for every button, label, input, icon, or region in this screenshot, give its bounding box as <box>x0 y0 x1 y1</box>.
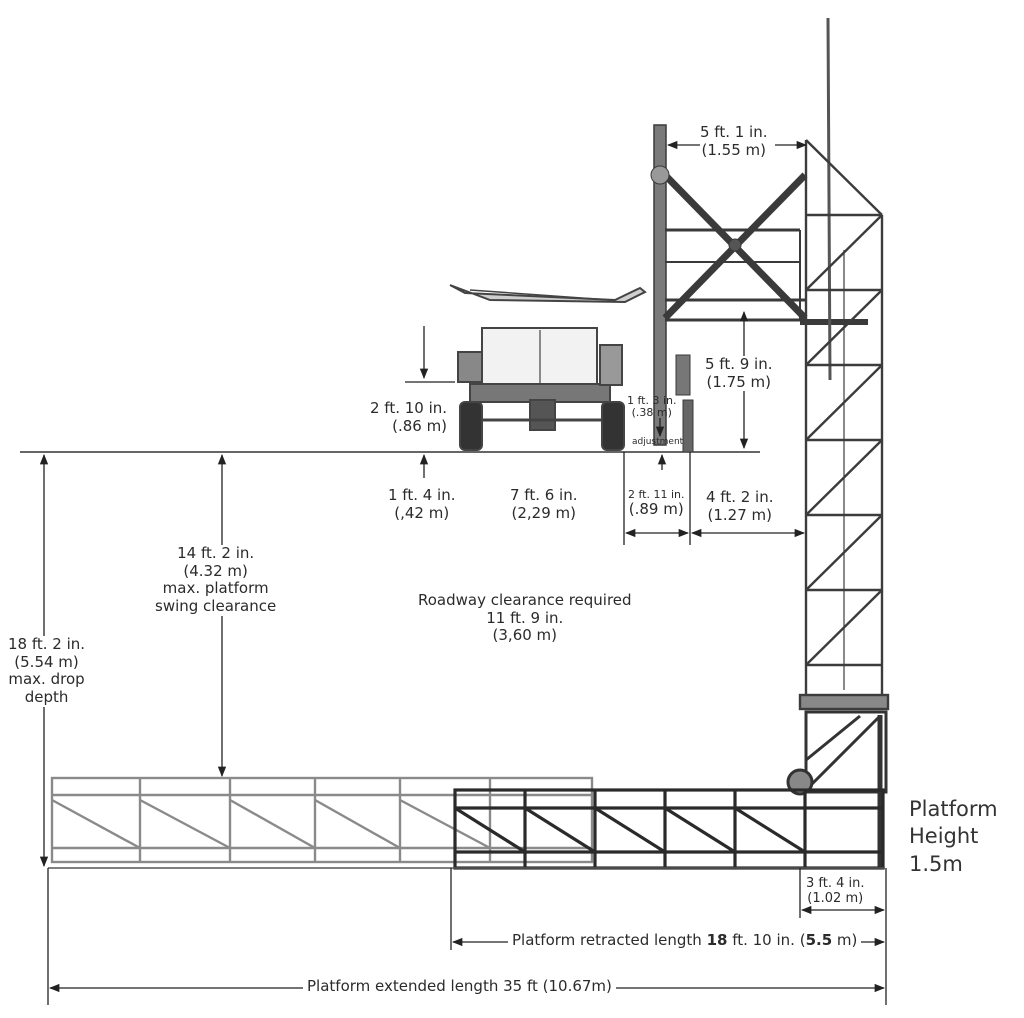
dim-note: max. drop <box>8 670 85 689</box>
retracted-suffix: m) <box>832 931 858 949</box>
dim-swing-clearance: 14 ft. 2 in. (4.32 m) max. platform swin… <box>155 544 277 616</box>
dim-metric: (.86 m) <box>392 416 448 435</box>
dim-note: swing clearance <box>155 597 277 616</box>
dim-drop-depth: 18 ft. 2 in. (5.54 m) max. drop depth <box>8 635 86 707</box>
dim-metric: (3,60 m) <box>492 626 558 645</box>
adjustment-note: adjustment <box>632 437 684 447</box>
upper-frame <box>650 124 868 453</box>
dim-outrigger: 2 ft. 11 in. (.89 m) <box>628 488 685 519</box>
platform-height-line: Platform <box>909 797 998 821</box>
dim-imperial: 11 ft. 9 in. <box>486 608 564 627</box>
dim-adjustment: 1 ft. 3 in. (.38 m) <box>627 394 677 420</box>
tower <box>798 139 890 711</box>
platform-extended <box>50 776 594 864</box>
dim-metric: (1.27 m) <box>707 505 772 524</box>
dim-note: max. platform <box>162 579 269 598</box>
dim-imperial: 1 ft. 3 in. <box>627 394 677 407</box>
dim-vertical-reach: 5 ft. 9 in. (1.75 m) <box>705 355 773 392</box>
dim-imperial: 5 ft. 1 in. <box>700 123 768 141</box>
dim-roadway-clearance: Roadway clearance required 11 ft. 9 in. … <box>418 591 632 646</box>
dim-imperial: 7 ft. 6 in. <box>510 486 578 504</box>
dim-truck-width: 7 ft. 6 in. (2,29 m) <box>510 486 578 523</box>
retracted-ft: 18 <box>706 931 728 949</box>
truck <box>449 284 647 451</box>
retracted-mid: ft. 10 in. ( <box>727 931 806 949</box>
dim-imperial: 18 ft. 2 in. <box>8 635 86 653</box>
dim-imperial: 2 ft. 10 in. <box>370 399 448 417</box>
dim-metric: (,42 m) <box>394 503 450 522</box>
mast <box>826 17 832 381</box>
dim-note: depth <box>24 688 69 707</box>
retracted-prefix: Platform retracted length <box>512 931 707 949</box>
retracted-length-label: Platform retracted length 18 ft. 10 in. … <box>508 931 862 950</box>
dim-metric: (1.75 m) <box>706 372 771 391</box>
platform-height-line: Height <box>909 824 979 849</box>
dim-metric: (.38 m) <box>631 406 672 420</box>
dim-note: Roadway clearance required <box>418 591 632 609</box>
dim-metric: (5.54 m) <box>14 652 79 671</box>
platform-height-label: Platform Height 1.5m <box>909 796 998 878</box>
dim-ground-offset: 1 ft. 4 in. (,42 m) <box>388 486 456 523</box>
dim-top-width: 5 ft. 1 in. (1.55 m) <box>700 123 768 160</box>
platform-retracted <box>453 788 885 870</box>
dim-imperial: 3 ft. 4 in. <box>806 876 865 891</box>
dim-metric: (4.32 m) <box>183 561 248 580</box>
dim-platform-depth: 3 ft. 4 in. (1.02 m) <box>806 876 865 906</box>
dim-imperial: 14 ft. 2 in. <box>177 544 255 562</box>
dim-imperial: 1 ft. 4 in. <box>388 486 456 504</box>
extended-length-label: Platform extended length 35 ft (10.67m) <box>303 977 616 996</box>
dim-metric: (1.55 m) <box>701 140 766 159</box>
dim-truck-offset: 2 ft. 10 in. (.86 m) <box>370 399 448 436</box>
platform-height-value: 1.5m <box>909 851 963 876</box>
dim-imperial: 4 ft. 2 in. <box>706 488 774 506</box>
dim-imperial: 2 ft. 11 in. <box>628 488 685 501</box>
retracted-m: 5.5 <box>805 931 833 949</box>
dim-tower-offset: 4 ft. 2 in. (1.27 m) <box>706 488 774 525</box>
dim-metric: (.89 m) <box>628 500 684 519</box>
dim-imperial: 5 ft. 9 in. <box>705 355 773 373</box>
dim-metric: (1.02 m) <box>807 890 864 906</box>
dim-metric: (2,29 m) <box>511 503 576 522</box>
